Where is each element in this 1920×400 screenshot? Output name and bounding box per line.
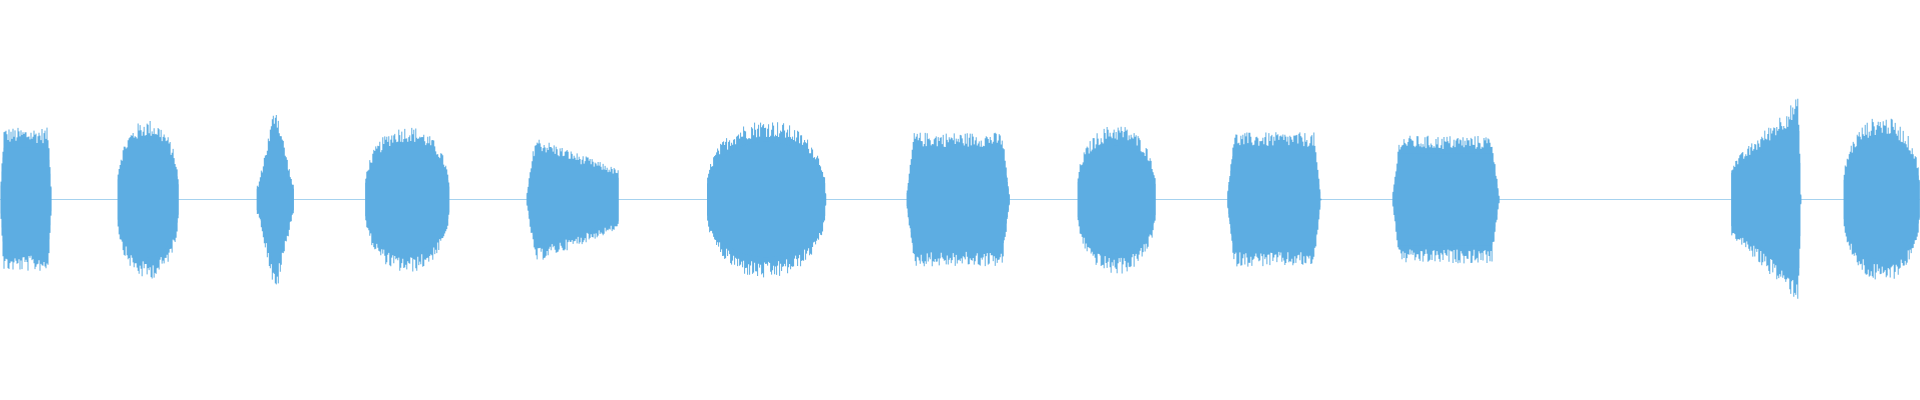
burst-9 [1227,132,1322,267]
burst-8-core [1077,145,1156,254]
burst-7-core [906,151,1010,248]
burst-4 [365,127,450,272]
burst-5 [526,139,619,260]
burst-1 [0,127,52,271]
burst-2-core [117,141,179,258]
burst-3 [256,115,294,285]
burst-11 [1731,98,1802,299]
burst-6 [707,122,827,278]
burst-10 [1392,135,1500,264]
burst-8 [1077,126,1156,274]
burst-10-core [1392,153,1500,246]
burst-5-core [526,154,619,245]
burst-9-core [1227,151,1322,248]
burst-6-core [707,141,827,258]
burst-4-core [365,146,450,253]
burst-11-core [1731,125,1802,274]
waveform-bursts [0,98,1920,299]
burst-7 [906,132,1010,267]
burst-2 [117,121,179,279]
burst-12 [1843,118,1920,280]
burst-3-core [256,128,294,271]
burst-12-core [1843,139,1920,260]
burst-1-core [0,147,52,252]
